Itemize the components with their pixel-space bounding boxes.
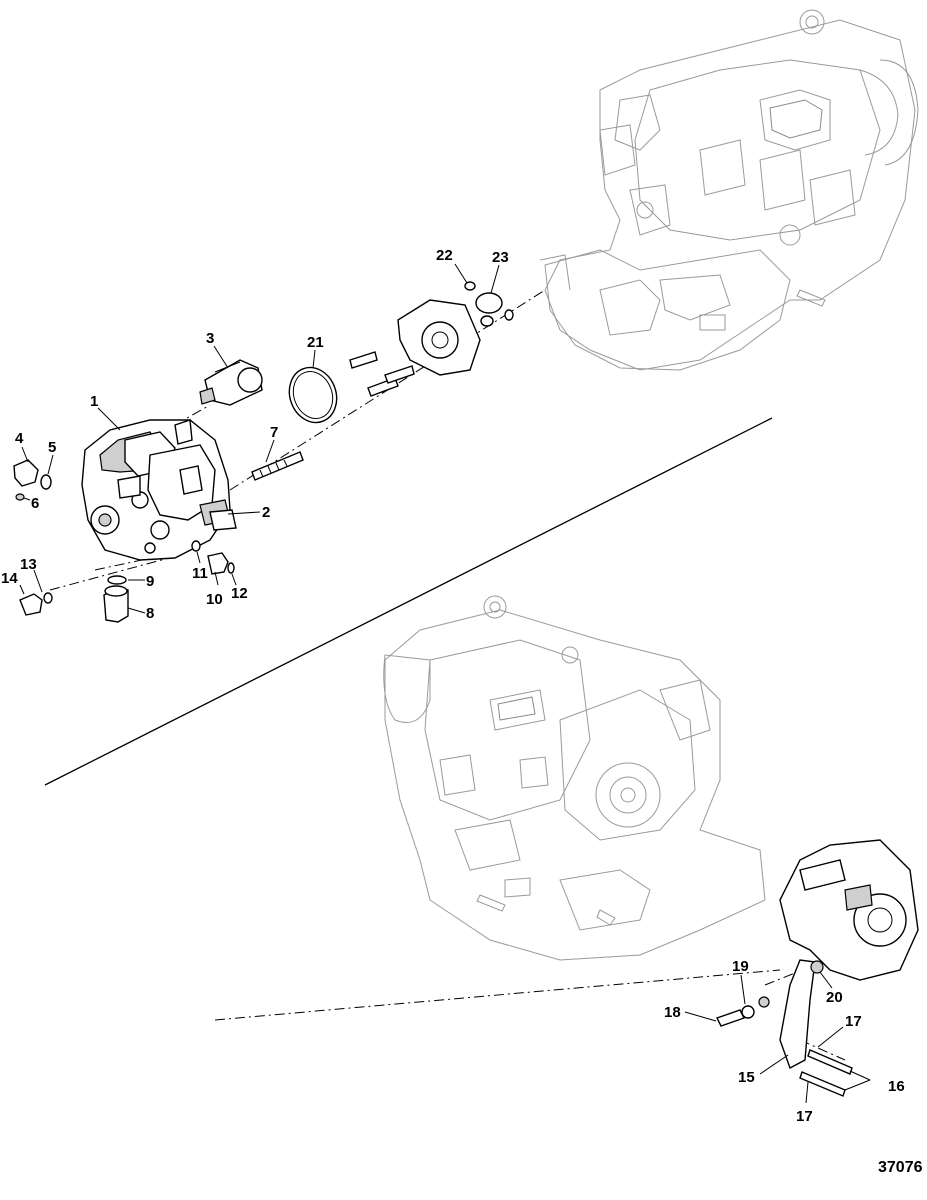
callout-labels: 1 2 3 4 5 6 7 8 9 10 11 12 13 14 15 16 1… [1,247,905,1125]
part-22-seal [464,281,476,291]
callout-21: 21 [307,334,324,351]
callout-10: 10 [206,591,223,608]
callout-23: 23 [492,249,509,266]
callout-4: 4 [15,430,24,447]
callout-20: 20 [826,989,843,1006]
lower-engine-illustration [383,595,766,961]
section-divider-line [44,417,773,786]
callout-leader-lines [19,263,871,1104]
parts-4-5-6-fittings [13,459,52,501]
callout-7: 7 [270,424,278,441]
part-7-stud [251,451,304,481]
adapter-plate [349,299,481,397]
assembly-centerlines [49,289,846,1061]
callout-22: 22 [436,247,453,264]
callout-1: 1 [90,393,98,410]
callout-5: 5 [48,439,56,456]
upper-engine-illustration [539,9,919,371]
callout-12: 12 [231,585,248,602]
callout-17-bottom: 17 [796,1108,813,1125]
part-21-o-ring [288,366,338,424]
callout-13: 13 [20,556,37,573]
figure-number: 37076 [878,1159,923,1176]
callout-19: 19 [732,958,749,975]
part-3-solenoid [199,359,263,406]
lower-fittings [19,540,235,623]
part-23-seal [475,292,503,314]
callout-14: 14 [1,570,18,587]
callout-15: 15 [738,1069,755,1086]
callout-9: 9 [146,573,154,590]
callout-3: 3 [206,330,214,347]
callout-11: 11 [192,565,208,582]
callout-17-top: 17 [845,1013,862,1030]
fuel-pump-body [81,419,237,561]
callout-2: 2 [262,504,270,521]
lower-pump-assembly [716,839,919,1097]
callout-8: 8 [146,605,154,622]
callout-18: 18 [664,1004,681,1021]
callout-6: 6 [31,495,39,512]
callout-16: 16 [888,1078,905,1095]
